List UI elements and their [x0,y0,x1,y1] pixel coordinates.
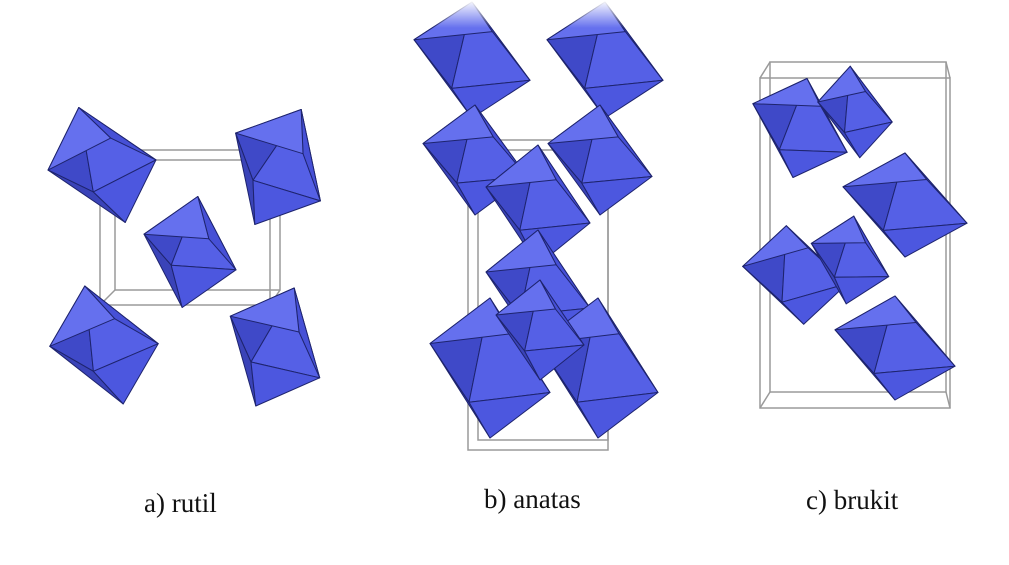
panel-anatas [400,0,680,451]
octahedron-face [485,144,557,188]
caption-rutil: a) rutil [144,488,217,518]
octahedron-face [250,361,321,407]
panel-rutil [47,107,321,407]
octahedron-face [817,65,866,103]
octahedron-face [833,276,890,305]
panel-brukit [742,61,968,409]
octahedron-shape [495,279,585,381]
octahedron-shape [235,109,321,225]
octahedron-face [92,159,157,223]
octahedron-face [742,225,809,267]
caption-brukit: c) brukit [806,485,899,515]
octahedron-face [547,104,619,144]
octahedron-face [92,343,159,405]
octahedron-shape [817,65,893,159]
octahedron-shape [143,196,237,308]
octahedron-face [468,392,551,439]
caption-anatas: b) anatas [484,484,581,514]
octahedron-face [842,152,928,188]
octahedron-shape [810,215,890,305]
octahedron-face [524,344,585,381]
octahedron-face [252,179,321,225]
octahedron-face [49,285,116,347]
octahedron-face [834,295,917,331]
octahedron-face [170,264,237,308]
octahedron-shape [842,152,968,258]
octahedron-shape [47,107,157,223]
octahedron-face [576,392,659,439]
octahedron-shape [834,295,956,401]
octahedron-face [581,176,653,216]
octahedron-face [752,78,822,107]
octahedron-face [422,104,494,144]
octahedron-face [882,222,968,258]
octahedron-face [810,215,867,244]
octahedron-shape [49,285,159,405]
octahedron-shape [229,287,321,407]
octahedron-face [485,229,557,273]
octahedron-face [844,121,893,159]
octahedron-face [495,279,556,316]
octahedron-shape [547,104,653,216]
octahedron-face [584,79,664,119]
octahedron-face [873,365,956,401]
octahedron-face [143,196,210,240]
octahedron-face [235,109,304,155]
octahedron-face [781,283,848,325]
octahedron-shape [752,78,848,178]
octahedron-face [229,287,300,333]
octahedron-shape [742,225,848,325]
octahedron-face [47,107,112,171]
octahedron-face [778,149,848,178]
